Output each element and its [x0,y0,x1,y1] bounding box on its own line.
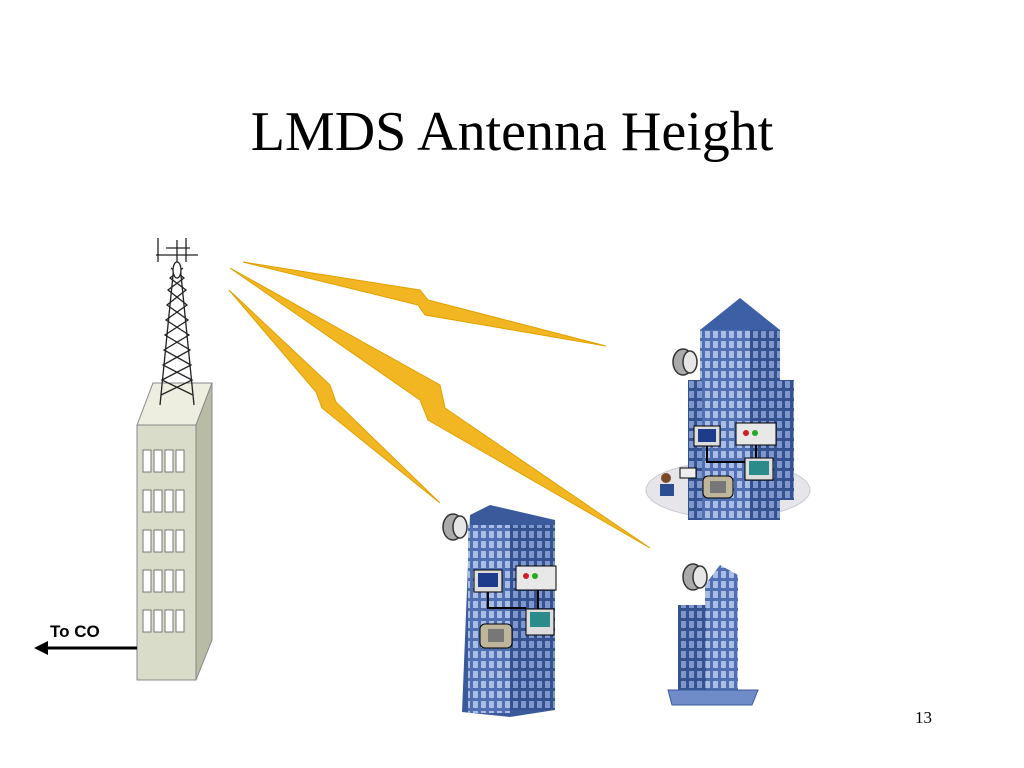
to-co-arrow [34,641,137,655]
beam-to-small-building [229,267,651,549]
beam-to-right-building [242,261,607,347]
slide-number: 13 [915,708,932,727]
hub-building [136,382,213,681]
office-network-center [473,565,557,649]
wireless-beams [228,261,651,549]
slide-title: LMDS Antenna Height [250,101,774,163]
satellite-dish-icon [442,513,468,541]
hub-building-windows [142,449,185,633]
satellite-dish-icon [682,563,708,591]
satellite-dish-icon [672,348,698,376]
antenna-tower-icon [156,238,198,406]
office-network-right [660,422,777,499]
to-co-label: To CO [50,622,100,641]
beam-to-center-building [228,289,441,504]
subscriber-building-small [667,565,759,706]
